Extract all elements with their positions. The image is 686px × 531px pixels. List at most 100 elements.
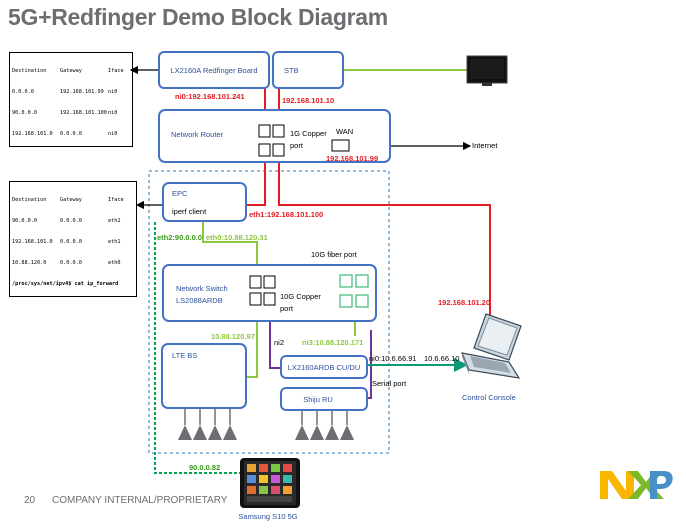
- switch-port-label: port: [280, 304, 294, 313]
- phone-label: Samsung S10 5G: [238, 512, 297, 521]
- col-gateway: Gateway: [60, 68, 82, 74]
- switch-port: [263, 275, 276, 289]
- cell: 192.168.101.100: [60, 110, 107, 116]
- cudu-label: LX2160ARDB CU/DU: [288, 363, 361, 372]
- control-console-label: Control Console: [462, 393, 516, 402]
- ni3-ip-label: ni3:10.88.120.171: [302, 338, 363, 347]
- lab-enclosure: [148, 170, 390, 454]
- cell: 90.0.0.0: [12, 218, 37, 224]
- table-row: 10.88.120.0 0.0.0.0 eth0: [12, 260, 134, 267]
- ni2-label: ni2: [274, 338, 284, 347]
- fiber-port-label: 10G fiber port: [311, 250, 358, 259]
- stb-label: STB: [284, 66, 299, 75]
- stb-box[interactable]: [272, 51, 344, 89]
- eth0-ip-label: eth0:10.88.120.31: [206, 233, 268, 242]
- wan-port: [331, 139, 350, 152]
- route-table-epc: Destination Gateway Iface 90.0.0.0 0.0.0…: [9, 181, 137, 297]
- switch-port-label: 10G Copper: [280, 292, 321, 301]
- tv-icon: [466, 55, 508, 86]
- epc-label: EPC: [172, 189, 188, 198]
- table-row: 192.168.101.0 0.0.0.0 ni0: [12, 131, 130, 138]
- phone-link: [154, 222, 240, 474]
- lx2160a-board-box[interactable]: [158, 51, 270, 89]
- network-switch-label: Network Switch: [176, 284, 228, 293]
- cell: 90.0.0.0: [12, 110, 37, 116]
- antenna-icon: [310, 425, 324, 440]
- cell: 0.0.0.0: [60, 260, 82, 266]
- table-header: Destination Gateway Iface: [12, 68, 130, 75]
- serial-port-label: Serial port: [372, 379, 407, 388]
- col-destination: Destination: [12, 197, 47, 203]
- internet-label: Internet: [472, 141, 498, 150]
- router-port-label: port: [290, 141, 304, 150]
- wan-ip-label: 192.168.101.99: [326, 154, 378, 163]
- page-number: 20: [24, 495, 36, 506]
- cell: eth2: [108, 218, 121, 224]
- page-title: 5G+Redfinger Demo Block Diagram: [8, 4, 388, 30]
- cell: eth0: [108, 260, 121, 266]
- phone-ip-label: 90.0.0.82: [189, 463, 220, 472]
- table-row: 90.0.0.0 0.0.0.0 eth2: [12, 218, 134, 225]
- epc-box[interactable]: [162, 182, 247, 222]
- cudu-box[interactable]: [280, 355, 368, 379]
- lte-bs-label: LTE BS: [172, 351, 197, 360]
- cell: 192.168.101.99: [60, 89, 104, 95]
- col-iface: Iface: [108, 197, 124, 203]
- cell: eth1: [108, 239, 121, 245]
- antenna-icon: [208, 425, 222, 440]
- footer-label: COMPANY INTERNAL/PROPRIETARY: [52, 495, 228, 506]
- console-ip-label: 192.168.101.20: [438, 298, 490, 307]
- route-table-router: Destination Gateway Iface 0.0.0.0 192.16…: [9, 52, 133, 147]
- cell: 0.0.0.0: [60, 131, 82, 137]
- ni0-ip-label: ni0:192.168.101.241: [175, 92, 245, 101]
- cell: 0.0.0.0: [60, 218, 82, 224]
- table-row: 90.0.0.0 192.168.101.100 ni0: [12, 110, 130, 117]
- wan-label: WAN: [336, 127, 353, 136]
- switch-port: [263, 292, 276, 306]
- stb-ip-label: 192.168.101.10: [282, 96, 334, 105]
- ru-antennas: [295, 410, 354, 440]
- col-destination: Destination: [12, 68, 47, 74]
- shiju-ru-label: Shiju RU: [303, 395, 333, 404]
- router-port: [272, 124, 285, 138]
- network-router-label: Network Router: [171, 130, 224, 139]
- cell: 192.168.101.0: [12, 131, 53, 137]
- router-port: [258, 143, 271, 157]
- iperf-client-label: iperf client: [172, 207, 207, 216]
- cell: 10.88.120.0: [12, 260, 47, 266]
- fiber-port: [355, 274, 369, 288]
- antenna-icon: [340, 425, 354, 440]
- fiber-port: [339, 274, 353, 288]
- router-port: [272, 143, 285, 157]
- fiber-port: [355, 294, 369, 308]
- col-iface: Iface: [108, 68, 124, 74]
- lte-antennas: [178, 408, 237, 440]
- fiber-port: [339, 294, 353, 308]
- antenna-icon: [325, 425, 339, 440]
- cell: 192.168.101.0: [12, 239, 53, 245]
- antenna-icon: [193, 425, 207, 440]
- table-row: 192.168.101.0 0.0.0.0 eth1: [12, 239, 134, 246]
- ip-forward-command: /proc/sys/net/ipv4$ cat ip_forward: [12, 281, 119, 287]
- switch-port: [249, 292, 262, 306]
- cell: ni0: [108, 89, 118, 95]
- antenna-icon: [223, 425, 237, 440]
- cudu-ni0-label: ni0:10.6.66.91: [369, 354, 417, 363]
- cell: ni0: [108, 131, 118, 137]
- eth1-ip-label: eth1:192.168.101.100: [249, 210, 323, 219]
- router-port-label: 1G Copper: [290, 129, 327, 138]
- cell: 0.0.0.0: [60, 239, 82, 245]
- antenna-icon: [295, 425, 309, 440]
- antenna-icon: [178, 425, 192, 440]
- table-row: 0.0.0.0 192.168.101.99 ni0: [12, 89, 130, 96]
- lte-ip-label: 10.88.120.97: [211, 332, 255, 341]
- router-port: [258, 124, 271, 138]
- eth2-ip-label: eth2:90.0.0.0: [157, 233, 202, 242]
- shiju-ru-box[interactable]: [280, 387, 368, 411]
- table-header: Destination Gateway Iface: [12, 197, 134, 204]
- lx2160a-board-label: LX2160A Redfinger Board: [170, 66, 257, 75]
- lte-bs-box[interactable]: [161, 343, 247, 409]
- col-gateway: Gateway: [60, 197, 82, 203]
- console-net-label: 10.6.66.10: [424, 354, 459, 363]
- phone-icon: [240, 458, 300, 508]
